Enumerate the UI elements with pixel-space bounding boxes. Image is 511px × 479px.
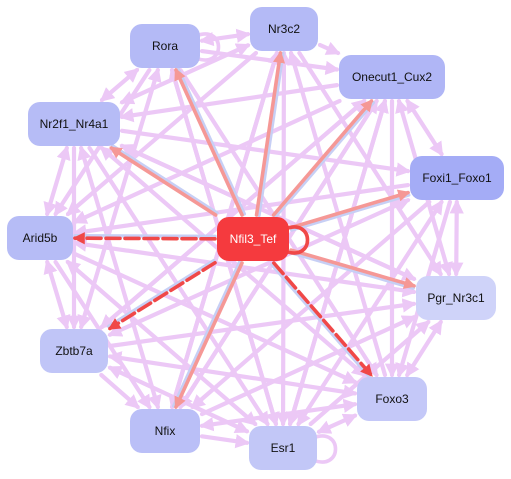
edge-nfil3_tef-to-foxo3-shadow [270,262,371,379]
edge-rora-to-onecut1_cux2 [199,48,340,76]
self-loop-nfil3_tef [284,225,310,255]
edge-nfil3_tef-to-foxi1_foxo1-shadow [290,193,411,232]
node-pgr_nr3c1[interactable]: Pgr_Nr3c1 [416,276,496,320]
node-label-pgr_nr3c1: Pgr_Nr3c1 [427,291,485,305]
self-loop-esr1 [312,434,338,464]
node-box-foxi1_foxo1 [410,156,504,200]
edge-nfil3_tef-to-onecut1_cux2 [271,99,374,217]
node-label-esr1: Esr1 [271,441,296,455]
node-label-nfil3_tef: Nfil3_Tef [230,232,277,246]
node-box-onecut1_cux2 [339,55,445,99]
node-box-pgr_nr3c1 [416,276,496,320]
node-label-zbtb7a: Zbtb7a [55,344,93,358]
edge-foxi1_foxo1-to-pgr_nr3c1 [449,199,464,277]
self-loops-layer [195,32,338,464]
edge-foxo3-to-pgr_nr3c1 [405,319,443,378]
edge-rora-to-nr3c2 [199,28,251,47]
node-label-nr3c2: Nr3c2 [268,22,300,36]
node-box-arid5b [7,216,73,260]
node-onecut1_cux2[interactable]: Onecut1_Cux2 [339,55,445,99]
edge-nr2f1_nr4a1-to-arid5b [43,145,71,217]
edge-nfil3_tef-to-nr3c2 [254,50,286,217]
node-label-foxo3: Foxo3 [375,392,409,406]
node-box-zbtb7a [40,329,108,373]
node-label-nr2f1_nr4a1: Nr2f1_Nr4a1 [40,117,109,131]
node-box-nfil3_tef [217,217,289,261]
node-rora[interactable]: Rora [130,24,200,68]
edge-nfix-to-esr1 [199,434,250,449]
nodes-layer: Nfil3_Tef Nr3c2RoraOnecut1_Cux2Nr2f1_Nr4a… [7,7,504,470]
node-box-nr3c2 [250,7,318,51]
node-foxi1_foxo1[interactable]: Foxi1_Foxo1 [410,156,504,200]
node-box-nr2f1_nr4a1 [28,102,120,146]
edge-nfil3_tef-to-nr2f1_nr4a1-shadow [111,144,219,215]
node-box-esr1 [249,426,317,470]
edge-arid5b-to-zbtb7a [43,259,71,330]
self-loop-rora [195,32,221,62]
edge-nfil3_tef-to-foxi1_foxo1 [289,189,411,230]
node-box-rora [130,24,200,68]
node-nr3c2[interactable]: Nr3c2 [250,7,318,51]
node-nfil3_tef[interactable]: Nfil3_Tef [217,217,289,261]
node-label-arid5b: Arid5b [23,231,58,245]
edge-zbtb7a-to-onecut1_cux2 [99,98,367,330]
node-nr2f1_nr4a1[interactable]: Nr2f1_Nr4a1 [28,102,120,146]
node-zbtb7a[interactable]: Zbtb7a [40,329,108,373]
edge-nfil3_tef-to-nr3c2-shadow [257,51,285,218]
edge-nfil3_tef-to-nr2f1_nr4a1 [109,146,218,217]
edge-nfil3_tef-to-foxo3 [272,261,373,377]
edge-nfil3_tef-to-arid5b-shadow [73,233,217,239]
edge-nfil3_tef-to-rora [174,67,244,217]
edge-nfil3_tef-to-arid5b [72,232,217,245]
edge-nfil3_tef-to-rora-shadow [176,67,247,216]
edge-nfil3_tef-to-onecut1_cux2-shadow [273,100,376,219]
edge-nfil3_tef-to-pgr_nr3c1-shadow [288,250,416,290]
node-arid5b[interactable]: Arid5b [7,216,73,260]
edge-esr1-to-foxo3 [316,413,358,434]
node-box-foxo3 [357,377,427,421]
node-label-nfix: Nfix [155,424,176,438]
node-esr1[interactable]: Esr1 [249,426,317,470]
edge-nfil3_tef-to-zbtb7a [107,260,217,331]
node-nfix[interactable]: Nfix [130,409,200,453]
edge-nr3c2-to-onecut1_cux2 [317,41,341,56]
node-label-foxi1_foxo1: Foxi1_Foxo1 [422,171,492,185]
edge-nfil3_tef-to-nfix [174,261,244,410]
node-box-nfix [130,409,200,453]
edge-nfil3_tef-to-zbtb7a-shadow [106,258,216,329]
node-label-rora: Rora [152,39,178,53]
node-foxo3[interactable]: Foxo3 [357,377,427,421]
edge-nfil3_tef-to-nfix-shadow [172,260,242,408]
node-label-onecut1_cux2: Onecut1_Cux2 [352,70,432,84]
edge-nfil3_tef-to-pgr_nr3c1 [289,248,417,289]
